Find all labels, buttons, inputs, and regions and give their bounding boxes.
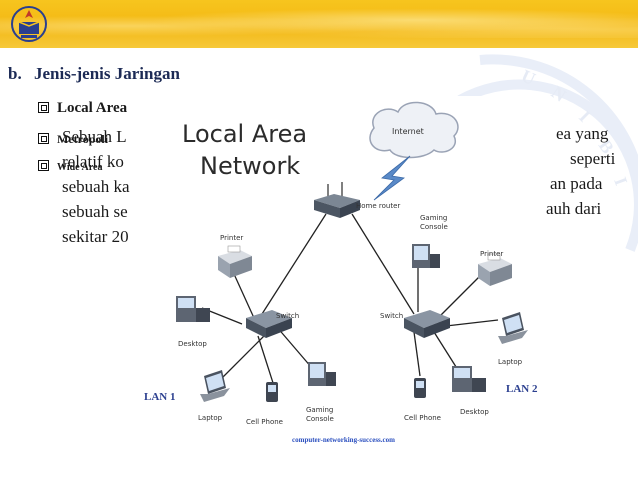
source-link: computer-networking-success.com xyxy=(292,436,395,444)
bullet-item-wan: Wide Area xyxy=(38,160,102,173)
laptop-right-label: Laptop xyxy=(498,358,523,366)
internet-label: Internet xyxy=(392,127,424,136)
internet-cloud-icon xyxy=(369,101,459,159)
switch-right-icon xyxy=(404,310,450,338)
checkbox-bullet-icon xyxy=(38,133,49,144)
printer-right-label: Printer xyxy=(480,250,503,258)
desktop-right-icon xyxy=(452,366,486,392)
desktop-left-icon xyxy=(176,296,210,322)
printer-right-icon xyxy=(478,253,512,286)
printer-left-label: Printer xyxy=(220,234,243,242)
section-number: b. xyxy=(8,64,22,83)
bullet-item-man: Metropoli xyxy=(38,132,108,147)
wireless-link-icon xyxy=(373,155,411,201)
cellphone-left-icon xyxy=(266,382,278,402)
switch-left-label: Switch xyxy=(276,312,299,320)
paragraph-fragment: seperti xyxy=(570,149,616,168)
bullet-item-lan: Local Area xyxy=(38,100,127,117)
paragraph-line: Sebuah L xyxy=(62,127,127,146)
laptop-left-label: Laptop xyxy=(198,414,223,422)
lan-diagram: Local Area Network Internet Home router xyxy=(142,96,543,460)
checkbox-bullet-icon xyxy=(38,160,49,171)
paragraph-line: sekitar 20 xyxy=(62,227,129,246)
paragraph-line: sebuah se xyxy=(62,202,128,221)
laptop-left-icon xyxy=(200,370,230,402)
university-logo-icon xyxy=(11,6,47,42)
diagram-title-line1: Local Area xyxy=(182,120,307,148)
cellphone-right-icon xyxy=(414,378,426,398)
header-banner xyxy=(0,0,638,48)
bullet-label: Metropoli xyxy=(57,132,109,146)
diagram-title-line2: Network xyxy=(200,152,300,180)
printer-left-icon xyxy=(218,245,252,278)
cellphone-left-label: Cell Phone xyxy=(246,418,283,426)
paragraph-line: relatif ko xyxy=(62,152,124,171)
desktop-left-label: Desktop xyxy=(178,340,207,348)
laptop-right-icon xyxy=(498,312,528,344)
lan1-label: LAN 1 xyxy=(144,391,175,403)
lan2-label: LAN 2 xyxy=(506,383,538,395)
section-heading: b. Jenis-jenis Jaringan xyxy=(8,64,180,84)
home-router-icon xyxy=(314,182,360,218)
home-router-label: Home router xyxy=(356,202,400,210)
paragraph-line: sebuah ka xyxy=(62,177,130,196)
gaming-console-top-icon xyxy=(412,244,440,268)
switch-left-icon xyxy=(246,310,292,338)
gaming-console-bottom-icon xyxy=(308,362,336,386)
paragraph-fragment: auh dari xyxy=(546,199,602,218)
network-cables xyxy=(201,213,499,387)
paragraph-fragment: an pada xyxy=(550,174,603,193)
cellphone-right-label: Cell Phone xyxy=(404,414,441,422)
svg-text:U: U xyxy=(518,65,538,89)
svg-text:I: I xyxy=(575,107,594,126)
header-glow xyxy=(0,8,638,38)
section-title: Jenis-jenis Jaringan xyxy=(34,64,180,83)
svg-text:N: N xyxy=(548,82,570,106)
bullet-label: Local Area xyxy=(57,100,128,116)
paragraph-fragment: ea yang xyxy=(556,124,609,143)
checkbox-bullet-icon xyxy=(38,102,49,113)
paragraph: Sebuah L relatif ko sebuah ka sebuah se … xyxy=(62,124,614,249)
bullet-label: Wide Area xyxy=(57,162,103,173)
switch-right-label: Switch xyxy=(380,312,403,320)
desktop-right-label: Desktop xyxy=(460,408,489,416)
